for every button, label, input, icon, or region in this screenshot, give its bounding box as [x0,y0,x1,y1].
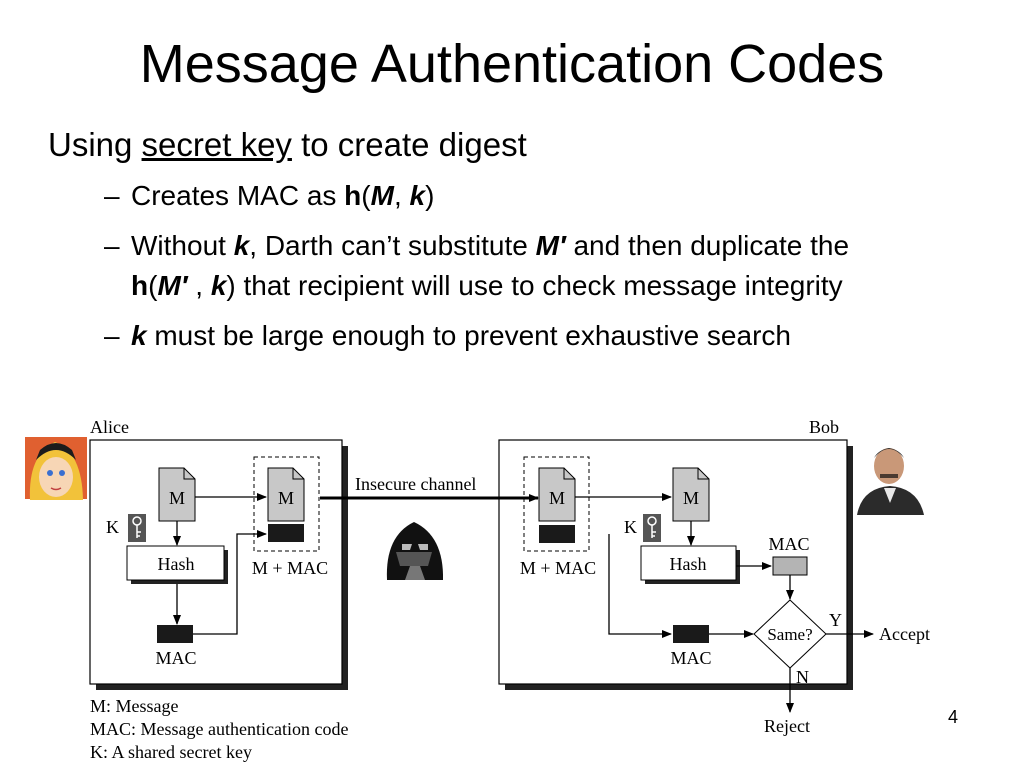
bob-computed-mac-block [772,556,808,576]
alice-mac-label: MAC [155,648,196,668]
bob-arrows [575,493,874,713]
reject-label: Reject [764,716,810,736]
bob-m-plus-mac-label: M + MAC [520,558,596,578]
bullet-text-pre: Using [48,126,142,163]
yes-label: Y [829,610,842,630]
alice-key-label: K [106,517,119,537]
slide-title: Message Authentication Codes [139,34,885,94]
received-mac-block [539,525,575,543]
legend-line-mac: MAC: Message authentication code [90,719,348,739]
hash-label: Hash [158,554,195,574]
same-label: Same? [767,625,812,644]
legend-line-m: M: Message [90,696,179,716]
bullet-text-underlined: secret key [141,126,292,163]
bob-message-doc: M [672,467,710,522]
sub-bullet-text: k must be large enough to prevent exhaus… [131,320,791,351]
legend-line-k: K: A shared secret key [90,742,252,762]
alice-m-plus-mac-label: M + MAC [252,558,328,578]
bob-computed-mac-label: MAC [768,534,809,554]
bob-received-packet: M [523,456,590,552]
bob-received-mac-block [673,625,709,643]
alice-message-doc: M [158,467,196,522]
compare-diamond: Same? [753,599,827,669]
dash: – [104,180,120,211]
slide-number: 4 [948,707,959,727]
packet-mac-block [268,524,304,542]
dash: – [104,320,120,351]
alice-mac-block [157,625,193,643]
alice-avatar [25,437,87,500]
bob-key-icon [643,514,661,542]
alice-key-icon [128,514,146,542]
alice-packet: M [253,456,320,552]
accept-label: Accept [879,624,930,644]
hash-label: Hash [670,554,707,574]
bob-hash-box: Hash [640,545,740,584]
sub-bullet-text-line1: Without k, Darth can’t substitute M′ and… [131,230,850,261]
alice-arrows [173,493,267,635]
doc-label: M [278,488,294,508]
sub-bullet-text: Creates MAC as h(M, k) [131,180,435,211]
doc-label: M [549,488,565,508]
bob-key-label: K [624,517,637,537]
main-bullet: Using secret key to create digest [48,124,527,166]
darth-vader-icon [386,522,444,580]
alice-label: Alice [90,417,129,437]
bob-avatar [855,443,925,515]
dash: – [104,230,120,261]
bob-label: Bob [809,417,839,437]
doc-label: M [169,488,185,508]
channel-label: Insecure channel [355,474,476,494]
sub-bullet-text-line2: h(M′ , k) that recipient will use to che… [131,270,843,301]
no-label: N [796,667,809,687]
doc-label: M [683,488,699,508]
bullet-text-post: to create digest [291,126,527,163]
bob-received-mac-label: MAC [670,648,711,668]
alice-hash-box: Hash [126,545,228,584]
